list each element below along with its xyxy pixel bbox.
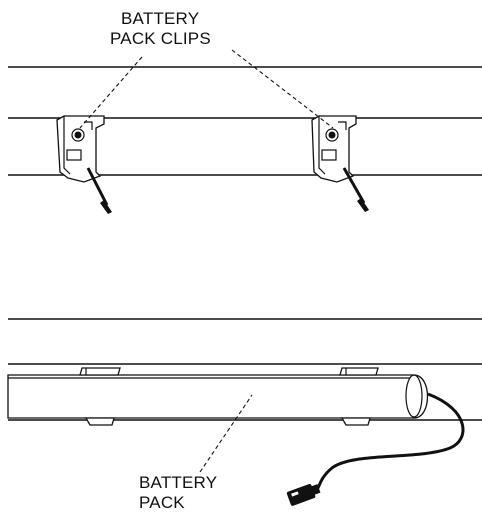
label-battery-pack-clips-line2: PACK CLIPS: [110, 29, 211, 48]
screw-right: [342, 167, 369, 212]
battery-pack-clip-bottom-right-bottom: [340, 417, 371, 426]
label-battery-pack-line2: PACK: [139, 493, 185, 512]
battery-pack: [7, 374, 428, 419]
battery-pack-clip-bottom-left-bottom: [84, 417, 115, 426]
cable-connector: [286, 483, 321, 506]
screw-left: [86, 167, 112, 214]
battery-pack-clip-bottom-right-top: [339, 367, 379, 376]
leader-line-clip-right: [231, 49, 334, 129]
top-illustration: BATTERY PACK CLIPS: [8, 9, 482, 214]
battery-pack-clip-left: [56, 115, 105, 183]
leader-line-clip-left: [79, 56, 143, 129]
battery-cable: [316, 392, 465, 489]
bottom-illustration: BATTERY PACK: [7, 318, 482, 512]
label-battery-pack-line1: BATTERY: [139, 473, 217, 492]
battery-pack-clip-right: [311, 115, 357, 183]
label-battery-pack-clips-line1: BATTERY: [121, 9, 199, 28]
battery-pack-clip-bottom-left-top: [79, 367, 121, 376]
leader-line-battery-pack: [199, 394, 253, 473]
